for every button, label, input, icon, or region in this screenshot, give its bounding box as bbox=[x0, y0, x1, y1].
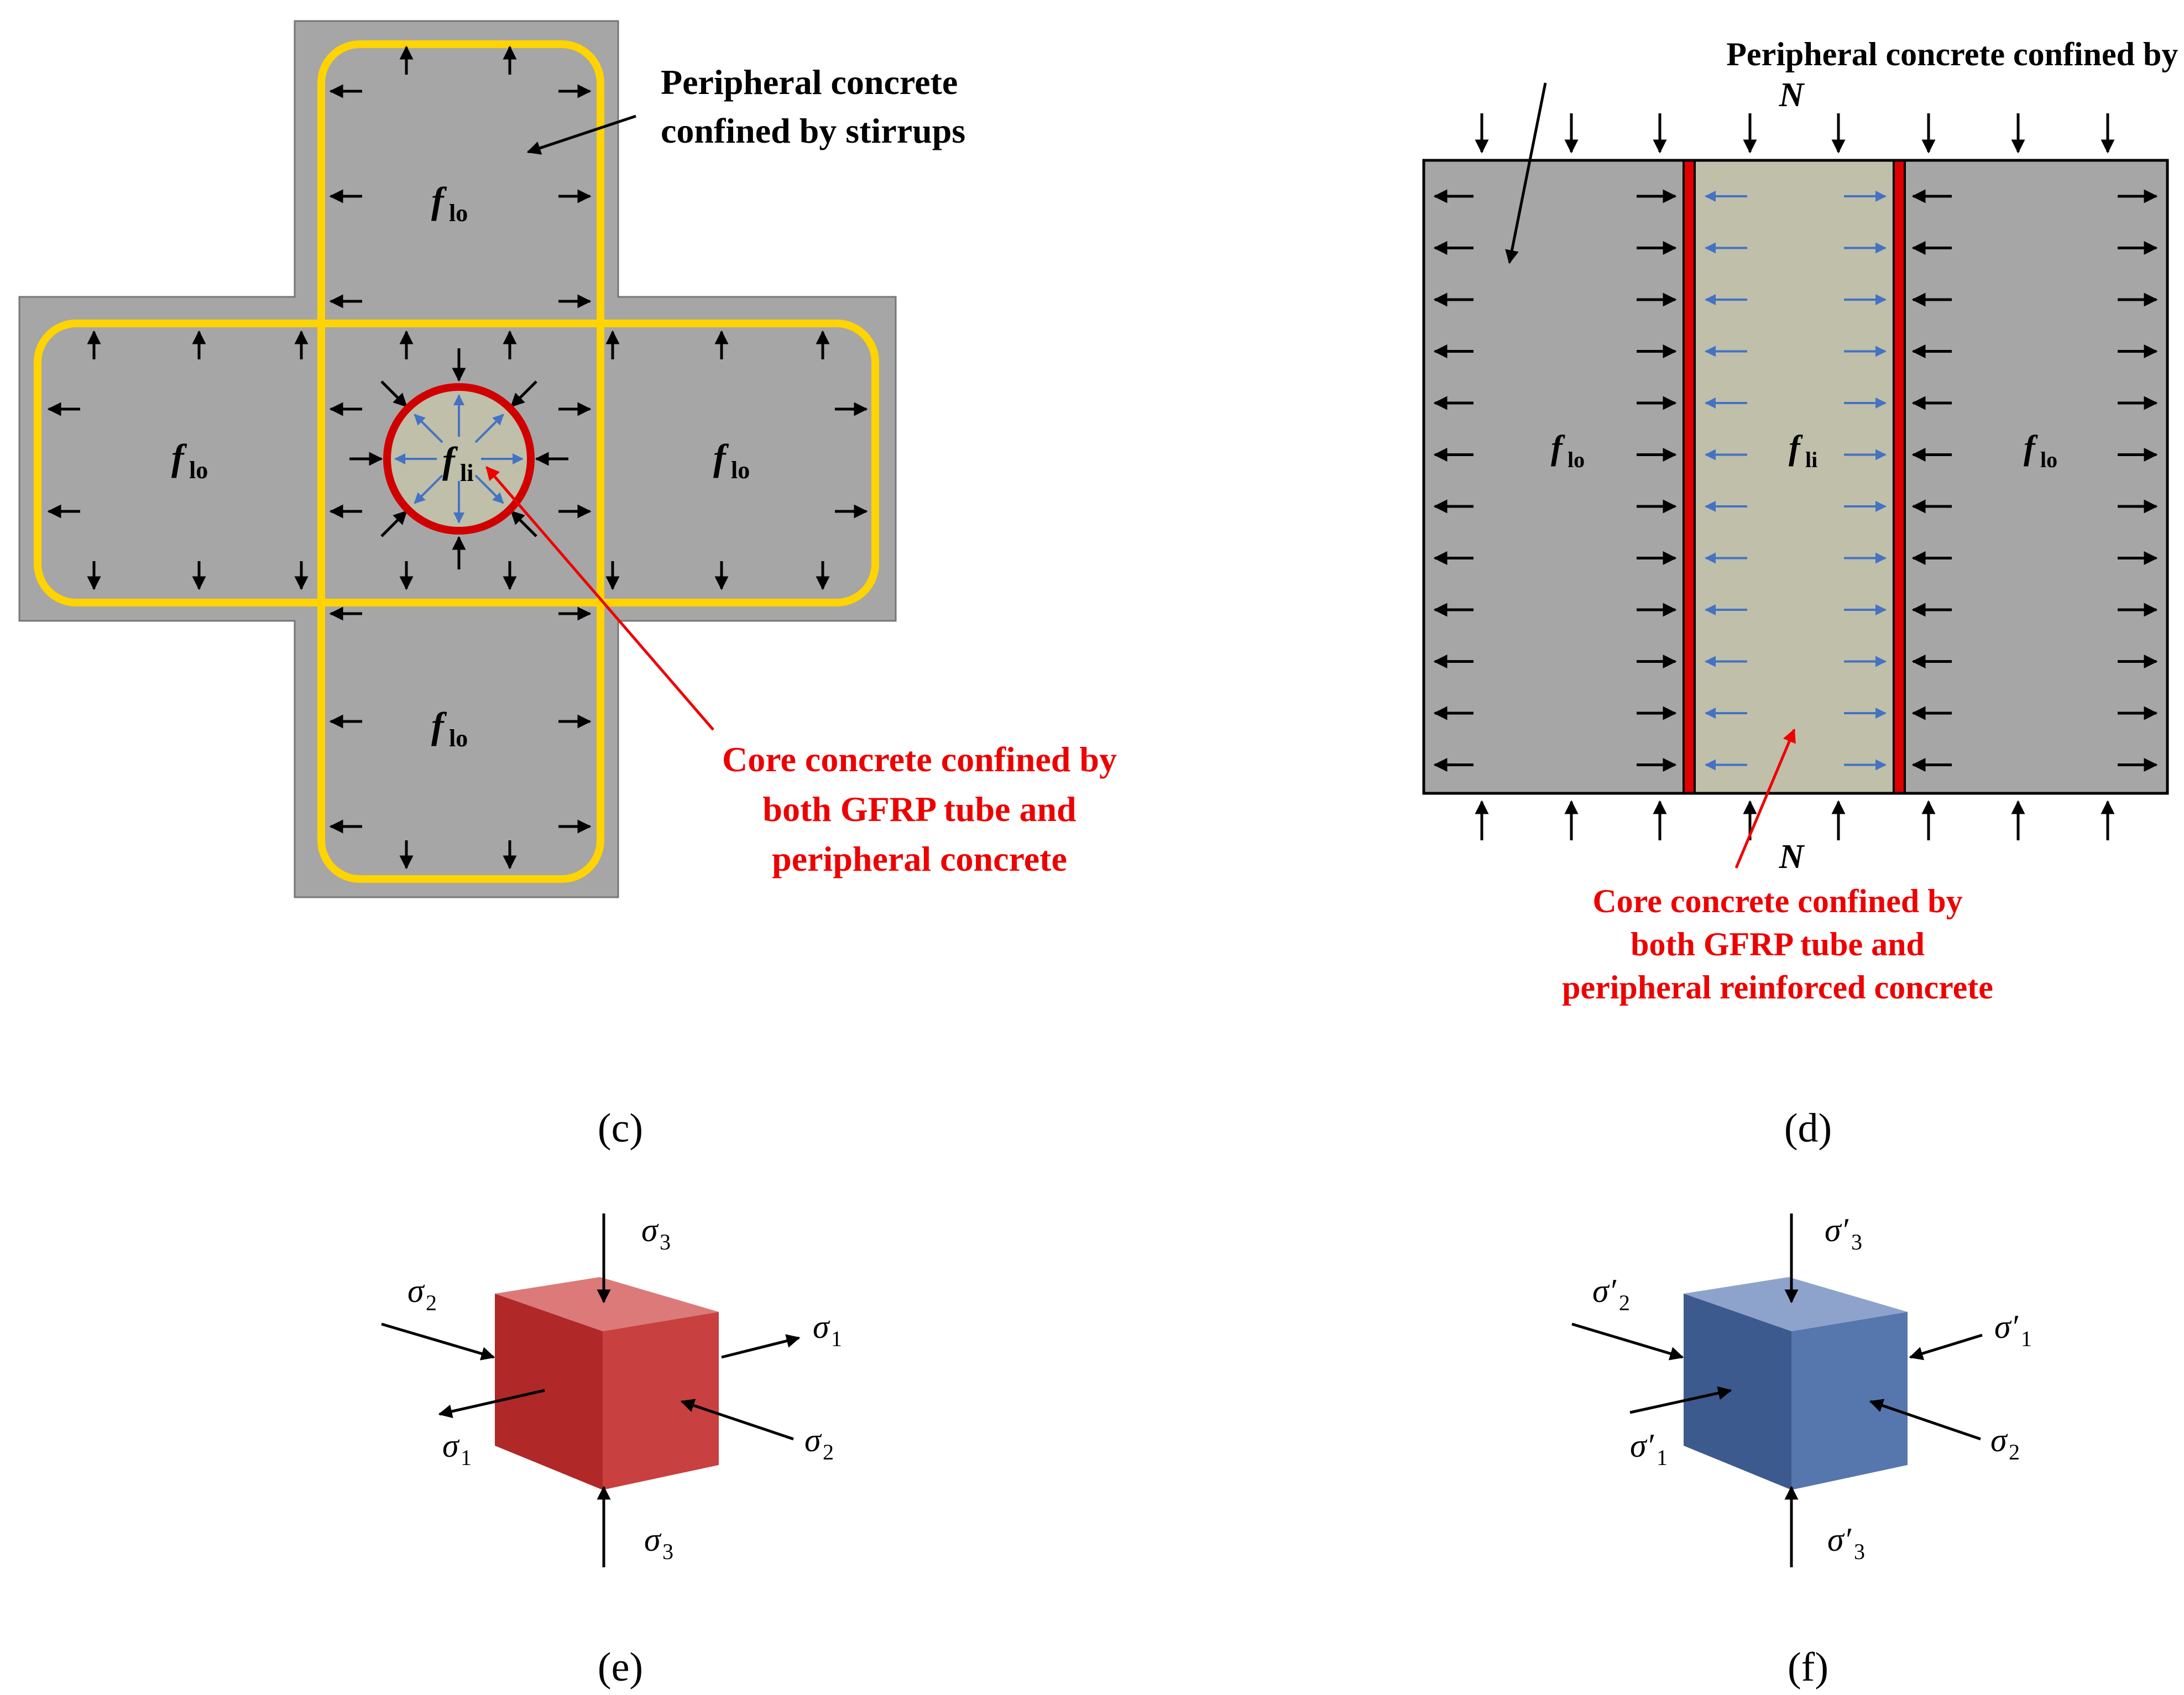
sigma-prime-symbol: σ′ bbox=[1827, 1521, 1852, 1558]
li-subscript: li bbox=[460, 459, 473, 486]
sigma1-prime-right-f: σ′1 bbox=[1994, 1309, 2032, 1351]
sigma-sub: 2 bbox=[2009, 1440, 2020, 1464]
core-label-line2: both GFRP tube and bbox=[762, 789, 1076, 829]
axial-load-top: N bbox=[1779, 76, 1805, 114]
sigma-sub: 3 bbox=[660, 1230, 671, 1254]
panel-d: f lo f li f lo Peripheral concrete confi… bbox=[1422, 36, 2184, 1151]
axial-load-bottom: N bbox=[1779, 838, 1805, 876]
sigma1-prime-left-f: σ′1 bbox=[1630, 1427, 1668, 1470]
sigma-symbol: σ bbox=[442, 1427, 460, 1464]
sigma-symbol: σ bbox=[644, 1521, 662, 1558]
lo-subscript: lo bbox=[1568, 447, 1585, 472]
stirrup-horizontal bbox=[34, 320, 879, 606]
cube-left-face bbox=[495, 1294, 603, 1490]
sigma-symbol: σ bbox=[813, 1309, 830, 1345]
cube-left-face bbox=[1684, 1294, 1791, 1490]
sigma-prime-symbol: σ′ bbox=[1592, 1273, 1617, 1309]
peripheral-concrete-left bbox=[1424, 160, 1684, 793]
peripheral-label-d: Peripheral concrete confined by stirrups bbox=[1726, 36, 2184, 72]
peripheral-label-line2: confined by stirrups bbox=[661, 111, 965, 150]
sigma3-prime-top-f: σ′3 bbox=[1825, 1212, 1862, 1254]
lo-subscript: lo bbox=[731, 457, 750, 484]
caption-f: (f) bbox=[1788, 1645, 1828, 1690]
peripheral-leader-arrow bbox=[526, 114, 636, 155]
sigma-sub: 1 bbox=[461, 1445, 472, 1470]
lo-subscript: lo bbox=[2040, 447, 2057, 472]
column-outline bbox=[1422, 159, 2169, 795]
sigma-sub: 2 bbox=[823, 1440, 834, 1464]
core-confinement-arrows bbox=[394, 394, 524, 524]
sigma2-prime-left-f: σ′2 bbox=[1592, 1273, 1630, 1315]
sigma-symbol: σ bbox=[641, 1212, 659, 1248]
cube-right-face bbox=[603, 1312, 719, 1490]
li-subscript: li bbox=[1805, 447, 1817, 472]
core-label-line3: peripheral concrete bbox=[772, 839, 1067, 878]
stress-arrows-f bbox=[1571, 1213, 1983, 1567]
panel-c: f lo f lo f lo f lo f li Peripheral conc… bbox=[18, 20, 1117, 1151]
sigma-sub: 1 bbox=[2021, 1326, 2032, 1351]
peripheral-concrete-right bbox=[1905, 160, 2167, 793]
core-leader-arrow-d bbox=[1734, 728, 1796, 869]
cube-top-face bbox=[1684, 1277, 1908, 1331]
sigma-sub: 2 bbox=[426, 1290, 437, 1315]
lo-subscript: lo bbox=[449, 725, 468, 752]
core-label-d-line3: peripheral reinforced concrete bbox=[1562, 969, 1993, 1006]
sigma-sub: 2 bbox=[1619, 1290, 1630, 1315]
stirrup-vertical bbox=[317, 40, 604, 883]
sigma-sub: 3 bbox=[662, 1539, 673, 1564]
sigma-prime-symbol: σ′ bbox=[1994, 1309, 2019, 1345]
peripheral-leader-arrow-d bbox=[1505, 82, 1547, 264]
stress-arrows-e bbox=[381, 1213, 801, 1567]
sigma-symbol: σ bbox=[1990, 1422, 2008, 1458]
sigma-sub: 1 bbox=[1657, 1445, 1668, 1470]
sigma-sub: 3 bbox=[1851, 1230, 1862, 1254]
lo-subscript: lo bbox=[189, 457, 208, 484]
cube-right-face bbox=[1791, 1312, 1908, 1490]
peripheral-label-line1: Peripheral concrete bbox=[661, 62, 958, 102]
sigma-sub: 3 bbox=[1854, 1539, 1865, 1564]
core-leader-arrow bbox=[485, 466, 714, 731]
gfrp-tube-right bbox=[1893, 159, 1906, 794]
core-label-d-line2: both GFRP tube and bbox=[1631, 926, 1925, 962]
cube-top-face bbox=[495, 1277, 719, 1331]
caption-d: (d) bbox=[1784, 1106, 1832, 1151]
gfrp-tube-left bbox=[1683, 159, 1696, 794]
sigma-symbol: σ bbox=[407, 1273, 425, 1309]
caption-c: (c) bbox=[598, 1106, 643, 1151]
stirrup-arrows bbox=[47, 45, 868, 870]
sigma3-prime-bottom-f: σ′3 bbox=[1827, 1521, 1865, 1564]
caption-e: (e) bbox=[598, 1645, 643, 1690]
sigma-sub: 1 bbox=[831, 1326, 842, 1351]
sigma-prime-symbol: σ′ bbox=[1630, 1427, 1654, 1464]
core-label-d-line1: Core concrete confined by bbox=[1592, 883, 1962, 919]
core-concrete bbox=[1695, 160, 1894, 793]
sigma-prime-symbol: σ′ bbox=[1825, 1212, 1849, 1248]
core-label-line1: Core concrete confined by bbox=[722, 740, 1117, 779]
d-confinement-arrows bbox=[1433, 113, 2158, 840]
sigma-symbol: σ bbox=[804, 1422, 822, 1458]
lo-subscript: lo bbox=[449, 200, 468, 227]
